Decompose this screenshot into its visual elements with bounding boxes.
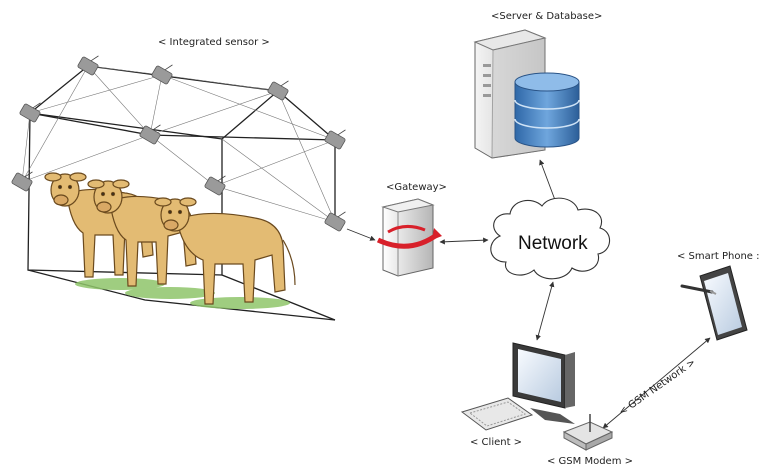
client-label: < Client > bbox=[470, 437, 523, 448]
grass-patches bbox=[75, 278, 290, 309]
network-client-arrow bbox=[535, 281, 555, 341]
monitor-icon bbox=[512, 342, 575, 424]
modem-icon bbox=[562, 414, 614, 451]
gateway-label: <Gateway> bbox=[386, 182, 447, 193]
gateway-network-arrow bbox=[439, 237, 489, 245]
connection-arrows bbox=[346, 159, 711, 429]
modem-phone-arrow bbox=[602, 337, 711, 429]
gsm-modem-label: < GSM Modem > bbox=[547, 456, 634, 467]
sensor-mesh-lines bbox=[21, 65, 336, 223]
keyboard-icon bbox=[460, 397, 534, 431]
cow-icon bbox=[44, 172, 296, 305]
integrated-sensor-label: < Integrated sensor > bbox=[158, 37, 270, 48]
cloud-icon bbox=[490, 197, 611, 280]
network-label: Network bbox=[518, 233, 588, 254]
database-icon bbox=[514, 72, 580, 148]
sensor-to-gateway-arrow bbox=[346, 228, 376, 241]
gateway-icon bbox=[376, 198, 442, 277]
server-database-label: <Server & Database> bbox=[491, 11, 603, 22]
sensor-node-icon bbox=[11, 55, 346, 232]
smartphone-icon bbox=[680, 265, 748, 341]
smart-phone-label: < Smart Phone : bbox=[677, 251, 760, 262]
